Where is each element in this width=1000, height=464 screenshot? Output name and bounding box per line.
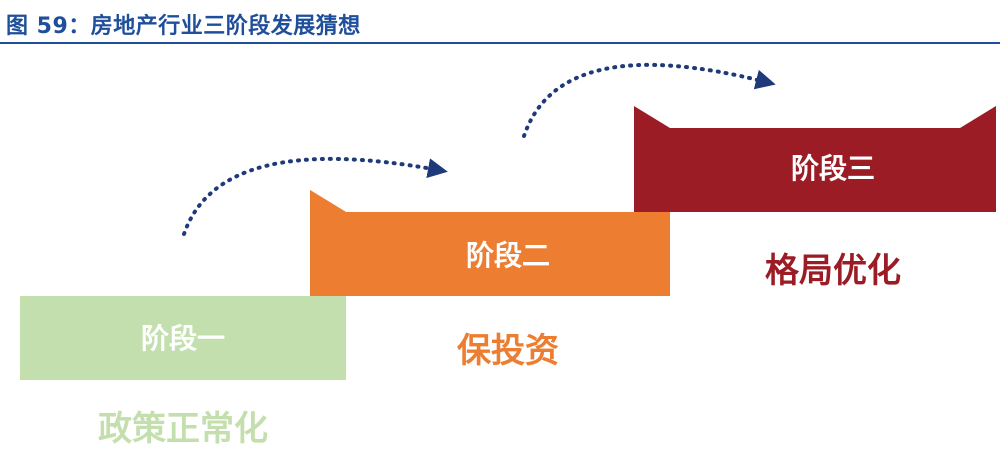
figure-title: 图 59：房地产行业三阶段发展猜想 [6,14,361,39]
transition-arrow-1-to-2 [182,156,448,236]
title-divider [0,42,1000,44]
stage-1-caption: 政策正常化 [98,409,268,449]
stage-3-block [634,106,996,212]
stage-2-caption: 保投资 [457,331,559,371]
stage-1-block [20,296,346,380]
stage-2-label: 阶段二 [466,239,550,272]
stage-1-label: 阶段一 [141,322,225,355]
stage-2-block [310,190,670,296]
stage-3-label: 阶段三 [791,152,875,185]
stage-3-caption: 格局优化 [765,251,901,291]
